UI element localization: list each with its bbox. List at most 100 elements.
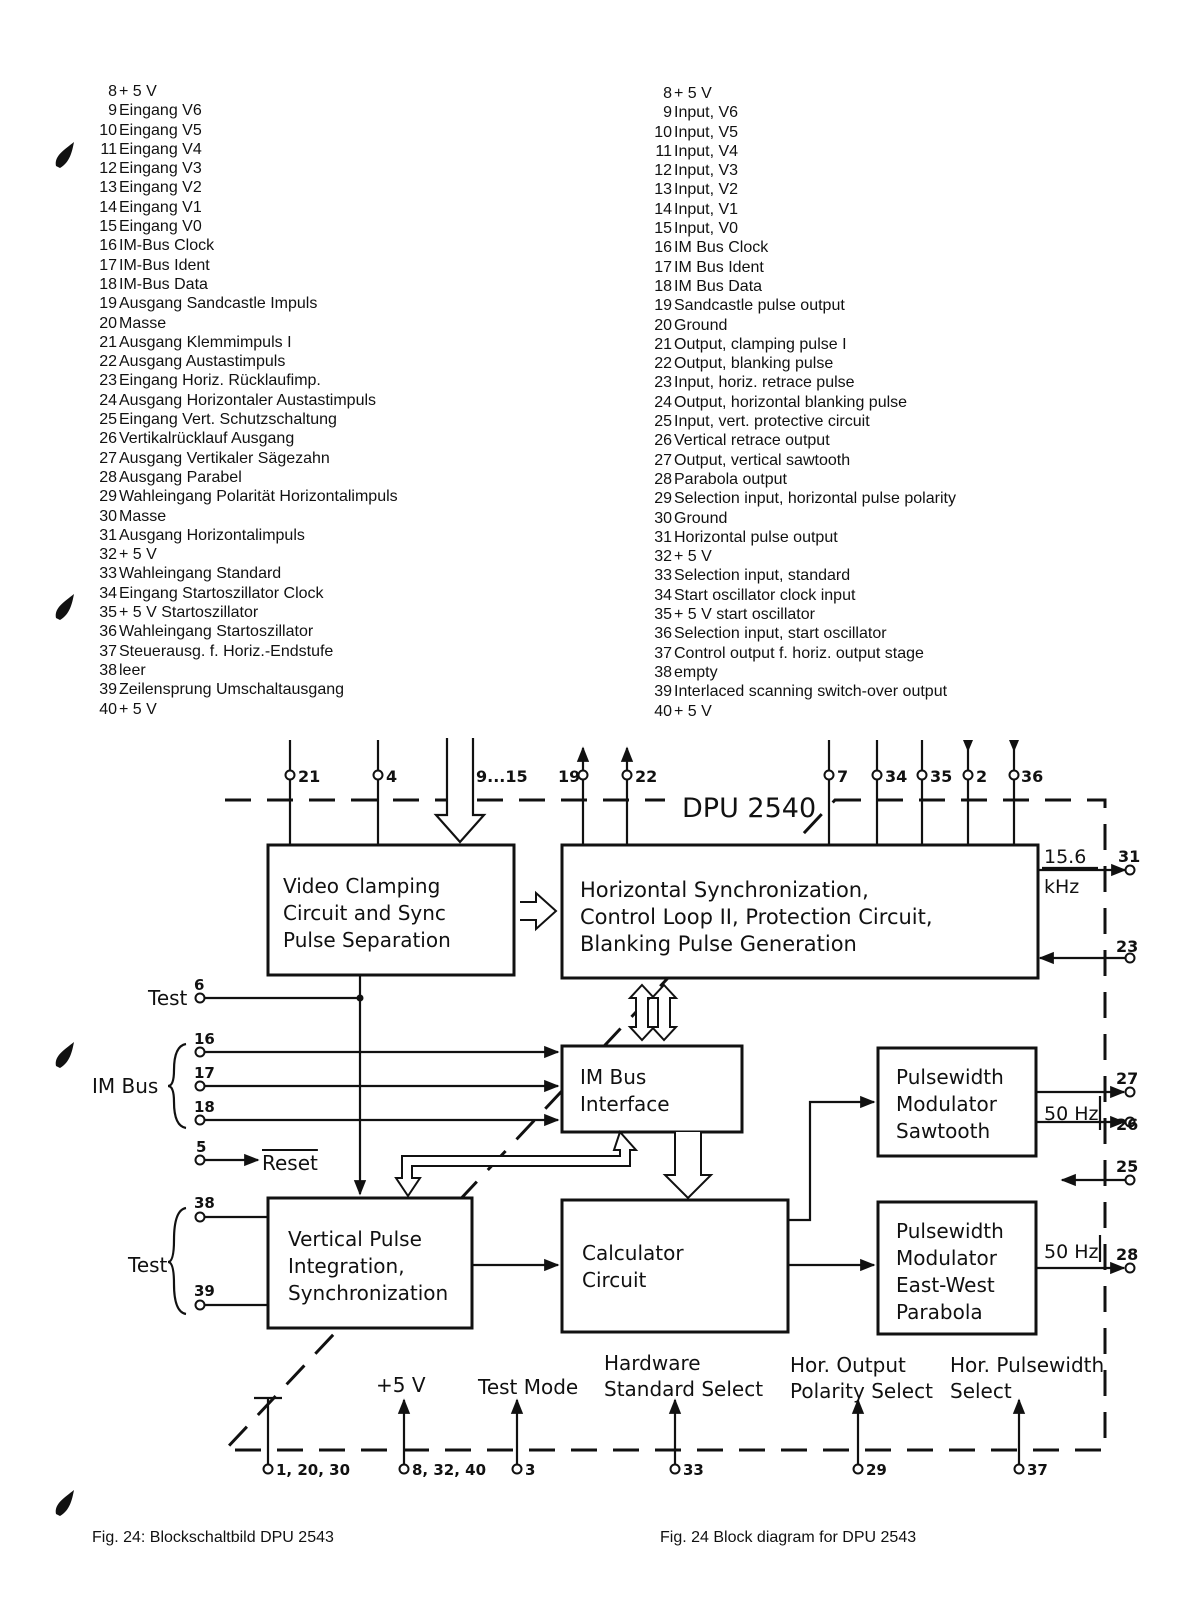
binder-hole-mark-icon: [55, 1042, 74, 1068]
test-label-pins-38-39: Test: [127, 1253, 168, 1277]
block-vert-line-1: Vertical Pulse: [288, 1227, 422, 1251]
hor-pulsewidth-label: Hor. Pulsewidth: [950, 1353, 1104, 1377]
im-bus-label: IM Bus: [92, 1074, 158, 1098]
pin-description: + 5 V: [119, 83, 157, 100]
pin-25-label: 25: [1116, 1157, 1138, 1176]
block-horiz-line-3: Blanking Pulse Generation: [580, 932, 857, 956]
pin-description: Input, V5: [674, 123, 739, 141]
pin-number: 8: [663, 85, 672, 102]
block-calc-line-2: Circuit: [582, 1268, 647, 1292]
pin-description: Vertical retrace output: [674, 432, 830, 450]
top-pin-lines: [288, 738, 1019, 845]
pin-3-label: 3: [525, 1461, 535, 1479]
pin-description: Input, V1: [674, 200, 739, 218]
pin-number: 11: [100, 140, 117, 158]
plus-5v-label: +5 V: [376, 1373, 426, 1397]
pin-description: Interlaced scanning switch-over output: [674, 683, 948, 701]
pin-number: 38: [654, 663, 672, 681]
pin-description: Selection input, start oscillator: [674, 625, 887, 643]
pulsewidth-select-label: Select: [950, 1379, 1012, 1403]
pin-number: 19: [654, 297, 672, 315]
pin-number: 32: [99, 546, 117, 564]
pin-description: Masse: [119, 507, 167, 525]
hardware-label: Hardware: [604, 1351, 701, 1375]
pin-description: Input, V3: [674, 162, 739, 180]
pin-list-item: 8+ 5 V: [95, 82, 398, 101]
pin-number: 15: [654, 220, 672, 238]
pin-description: + 5 V Startoszillator: [119, 604, 259, 622]
pin-number: 13: [654, 181, 672, 199]
pin-number: 23: [99, 372, 117, 390]
pin-description: Input, V6: [674, 104, 739, 122]
pin-description: IM-Bus Clock: [119, 237, 215, 255]
pin-vcc-label: 8, 32, 40: [412, 1461, 486, 1479]
polarity-select-label: Polarity Select: [790, 1379, 933, 1403]
pin-description: Eingang Horiz. Rücklaufimp.: [119, 372, 321, 390]
pin-number: 9: [108, 102, 117, 120]
pin-number: 21: [99, 333, 117, 351]
pin-description: IM Bus Clock: [674, 239, 769, 257]
pin-18-label: 18: [194, 1098, 215, 1116]
pin-description: Sandcastle pulse output: [674, 297, 845, 315]
pin-number: 15: [99, 218, 117, 236]
pin-description: Ausgang Sandcastle Impuls: [119, 295, 318, 313]
test-label-pin6: Test: [147, 986, 188, 1010]
pin-38-label: 38: [194, 1194, 215, 1212]
pin-17-label: 17: [194, 1064, 215, 1082]
pin-37-label: 37: [1027, 1461, 1048, 1479]
pin-description: Input, vert. protective circuit: [674, 413, 870, 431]
pin-number: 38: [99, 661, 117, 679]
pin-list-item: 32+ 5 V: [95, 545, 398, 564]
pin-number: 13: [99, 179, 117, 197]
pin-list-item: 40+ 5 V: [95, 700, 398, 719]
pin-description: Output, horizontal blanking pulse: [674, 393, 908, 411]
pin-31-label: 31: [1118, 847, 1140, 866]
pin-description: + 5 V start oscillator: [674, 606, 815, 624]
block-saw-line-1: Pulsewidth: [896, 1065, 1004, 1089]
pin-number: 36: [99, 623, 117, 641]
pin-number: 22: [654, 355, 672, 373]
pin-26-label: 26: [1116, 1115, 1138, 1134]
pin-description: + 5 V: [674, 702, 712, 720]
block-calc-line-1: Calculator: [582, 1241, 684, 1265]
pin-number: 9: [663, 104, 672, 122]
bottom-pin-lines: [254, 1396, 1026, 1475]
pin-description: Eingang V0: [119, 218, 202, 236]
block-saw-line-3: Sawtooth: [896, 1119, 990, 1143]
pin-description: Parabola output: [674, 470, 787, 488]
pin-description: Output, blanking pulse: [674, 355, 834, 373]
pin-number: 18: [99, 275, 117, 293]
pin-7-label: 7: [837, 767, 848, 786]
pin-number: 25: [654, 413, 672, 431]
pin-number: 29: [654, 490, 672, 508]
block-horiz-line-1: Horizontal Synchronization,: [580, 878, 869, 902]
pin-number: 32: [654, 548, 672, 566]
pin-description: empty: [674, 663, 718, 681]
pin-number: 40: [99, 700, 117, 718]
pin-description: + 5 V: [119, 546, 157, 564]
